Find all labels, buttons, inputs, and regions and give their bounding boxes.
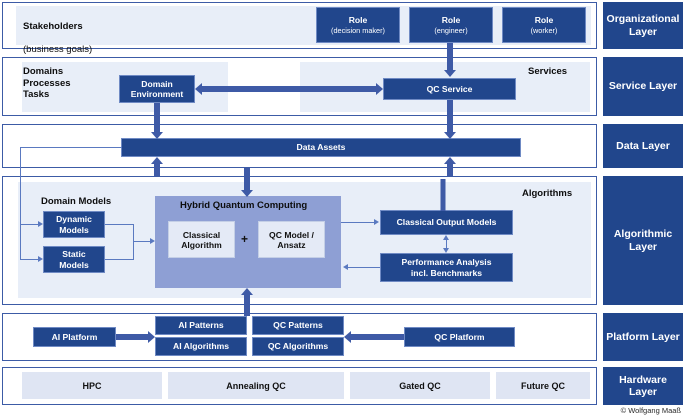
service-layer-label: Service Layer (603, 57, 683, 116)
domain-environment-qc-service-arrow (195, 80, 383, 98)
role-worker-box[interactable]: Role (worker) (502, 7, 586, 43)
role-worker-subtitle: (worker) (530, 25, 558, 35)
classical-algorithm-box[interactable]: Classical Algorithm (168, 221, 235, 258)
services-caption: Services (528, 66, 568, 77)
domain-environment-to-data-assets-arrow (148, 103, 166, 139)
output-performance-link-line (446, 238, 447, 250)
organizational-layer-label: Organizational Layer (603, 2, 683, 49)
dynamic-models-input-arrowhead (38, 220, 43, 227)
performance-analysis-box[interactable]: Performance Analysis incl. Benchmarks (380, 253, 513, 282)
data-assets-feedback-vertical-line-2 (20, 224, 21, 260)
data-assets-to-qc-service-arrow (441, 157, 459, 179)
algorithmic-layer-label: Algorithmic Layer (603, 176, 683, 305)
organizational-to-service-arrow (441, 43, 459, 77)
ai-algorithms-box[interactable]: AI Algorithms (155, 337, 247, 356)
hybrid-feedback-arrowhead (343, 263, 348, 270)
dynamic-models-box[interactable]: Dynamic Models (43, 211, 105, 238)
role-engineer-box[interactable]: Role (engineer) (409, 7, 493, 43)
ai-patterns-box[interactable]: AI Patterns (155, 316, 247, 335)
domain-models-to-hybrid-line (133, 241, 150, 242)
copyright-notice: © Wolfgang Maaß (620, 406, 681, 415)
qc-platform-to-patterns-arrow (344, 330, 404, 344)
output-performance-down-arrowhead (443, 248, 449, 253)
plus-symbol: + (241, 232, 249, 246)
role-decision-maker-box[interactable]: Role (decision maker) (316, 7, 400, 43)
data-assets-to-hybrid-arrow (238, 168, 256, 197)
hybrid-to-output-line (341, 222, 374, 223)
stakeholders-title: Stakeholders (23, 20, 83, 32)
static-models-box[interactable]: Static Models (43, 246, 105, 273)
future-qc-box[interactable]: Future QC (496, 372, 590, 399)
ai-platform-to-patterns-arrow (116, 330, 155, 344)
data-assets-to-domain-environment-arrow (148, 157, 166, 179)
data-assets-feedback-to-static-line (20, 259, 38, 260)
domain-environment-box[interactable]: Domain Environment (119, 75, 195, 103)
stakeholders-subtitle: (business goals) (23, 43, 93, 55)
role-decision-maker-subtitle: (decision maker) (331, 25, 385, 35)
data-assets-feedback-vertical-line (20, 147, 21, 225)
dynamic-models-out-line (105, 224, 133, 225)
ai-platform-box[interactable]: AI Platform (33, 327, 116, 347)
platform-to-algorithmic-arrow (238, 288, 256, 316)
qc-platform-box[interactable]: QC Platform (404, 327, 515, 347)
algorithms-caption: Algorithms (522, 188, 573, 199)
domains-processes-tasks-caption: Domains Processes Tasks (23, 66, 71, 100)
gated-qc-box[interactable]: Gated QC (350, 372, 490, 399)
hybrid-input-arrowhead (150, 237, 155, 244)
classical-output-models-box[interactable]: Classical Output Models (380, 210, 513, 235)
data-layer-label: Data Layer (603, 124, 683, 168)
static-models-out-line (105, 259, 133, 260)
role-worker-title: Role (534, 15, 554, 26)
qc-algorithms-box[interactable]: QC Algorithms (252, 337, 344, 356)
output-performance-up-arrowhead (443, 235, 449, 240)
domain-models-caption: Domain Models (41, 196, 112, 207)
qc-patterns-box[interactable]: QC Patterns (252, 316, 344, 335)
static-models-input-arrowhead (38, 255, 43, 262)
data-assets-box[interactable]: Data Assets (121, 138, 521, 157)
role-engineer-subtitle: (engineer) (434, 25, 468, 35)
annealing-qc-box[interactable]: Annealing QC (168, 372, 344, 399)
hardware-layer-label: Hardware Layer (603, 367, 683, 405)
data-assets-feedback-top-line (20, 147, 122, 148)
data-assets-feedback-to-dynamic-line (20, 224, 38, 225)
platform-layer-label: Platform Layer (603, 313, 683, 361)
qc-service-to-data-assets-arrow (441, 100, 459, 139)
classical-output-input-arrowhead (374, 218, 379, 225)
qc-service-box[interactable]: QC Service (383, 78, 516, 100)
role-engineer-title: Role (441, 15, 461, 26)
domain-models-merge-line (133, 224, 134, 260)
qc-model-ansatz-box[interactable]: QC Model / Ansatz (258, 221, 325, 258)
classical-output-to-data-assets-line (438, 179, 448, 211)
hpc-box[interactable]: HPC (22, 372, 162, 399)
stakeholders-caption: Stakeholders (business goals) (23, 9, 92, 55)
hybrid-quantum-computing-caption: Hybrid Quantum Computing (180, 200, 308, 211)
performance-to-hybrid-line (348, 267, 380, 268)
organizational-layer-panel (16, 6, 591, 45)
role-decision-maker-title: Role (348, 15, 368, 26)
